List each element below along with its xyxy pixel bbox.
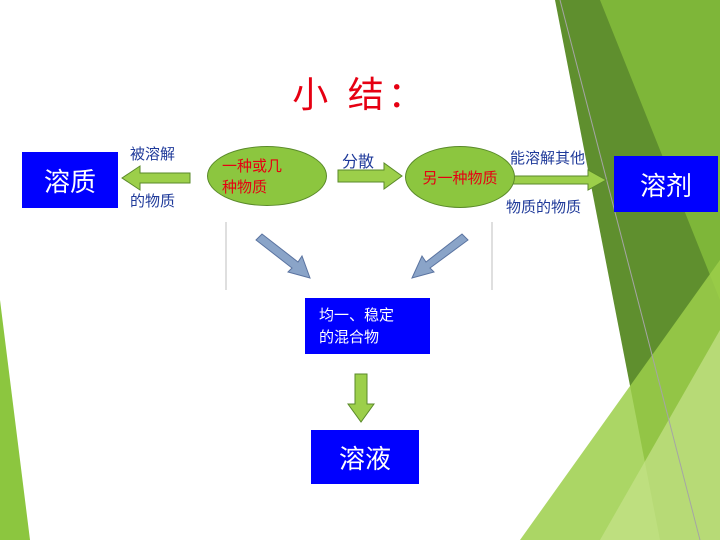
label-dissolver-line2: 物质的物质 <box>506 198 582 216</box>
mixture-line1: 均一、稳定 <box>319 306 395 324</box>
label-dissolved-line1: 被溶解 <box>130 145 176 163</box>
another-label: 另一种物质 <box>422 168 498 187</box>
bg-light-green-band <box>600 0 720 300</box>
bg-thin-line <box>559 0 701 540</box>
arrow-to-solvent <box>503 169 608 191</box>
label-disperse: 分散 <box>342 152 375 171</box>
bg-pale-green-band <box>600 330 720 540</box>
arrow-disperse <box>337 162 403 190</box>
solute-box: 溶质 <box>22 152 118 208</box>
arrow-diag-left <box>255 233 311 279</box>
solute-label: 溶质 <box>43 167 96 198</box>
label-dissolved-line2: 的物质 <box>130 192 176 210</box>
arrow-diag-right <box>411 233 469 279</box>
one-or-more-line2: 种物质 <box>222 178 268 196</box>
mixture-box: 均一、稳定 的混合物 <box>305 298 430 354</box>
arrow-to-solute <box>121 165 191 191</box>
ellipse-another: 另一种物质 <box>405 146 515 208</box>
page-title: 小 结： <box>292 75 428 116</box>
solution-label: 溶液 <box>338 444 391 475</box>
arrow-down-solution <box>347 373 375 423</box>
one-or-more-line1: 一种或几 <box>222 157 283 175</box>
solvent-label: 溶剂 <box>639 171 692 202</box>
bg-left-green-band <box>0 300 30 540</box>
label-dissolver-line1: 能溶解其他 <box>510 149 586 167</box>
solution-box: 溶液 <box>311 430 419 484</box>
ellipse-one-or-more: 一种或几 种物质 <box>207 146 327 206</box>
mixture-line2: 的混合物 <box>319 328 380 346</box>
solvent-box: 溶剂 <box>614 156 718 212</box>
